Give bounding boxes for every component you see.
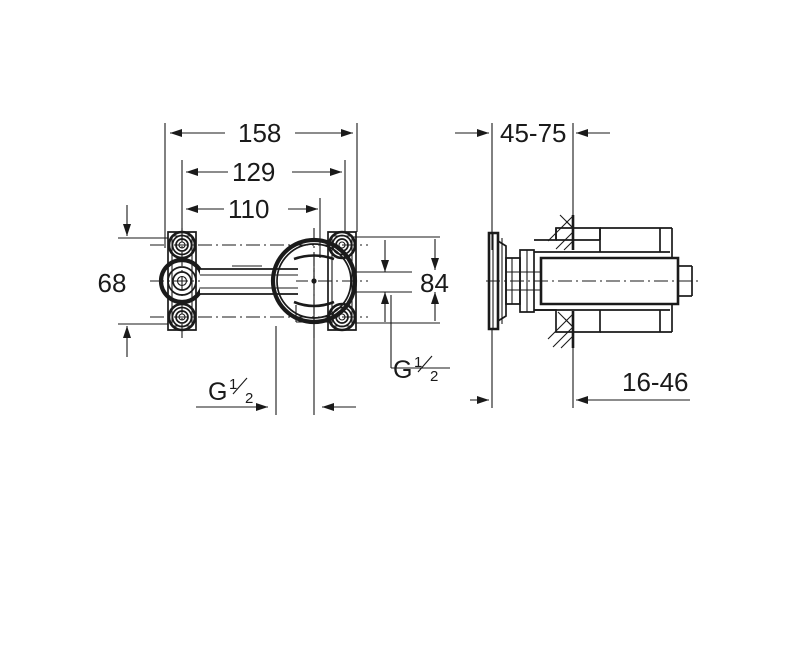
thread-label-left: G 1 2 <box>196 268 356 415</box>
thread-label-right: G 1 2 <box>390 295 450 385</box>
front-view: 158 129 110 68 <box>98 118 450 415</box>
thread-right-denominator: 2 <box>430 368 438 385</box>
wall-hatch-lower <box>547 311 574 349</box>
thread-left-letter: G <box>208 378 227 406</box>
dim-45-75-label: 45-75 <box>500 118 567 148</box>
dim-158-label: 158 <box>238 118 281 148</box>
dimension-16-46: 16-46 <box>470 367 690 404</box>
side-section-view: 45-75 16-46 <box>455 118 700 408</box>
dimension-68: 68 <box>98 205 131 357</box>
thread-right-letter: G <box>393 356 412 384</box>
dim-129-label: 129 <box>232 157 275 187</box>
thread-left-numerator: 1 <box>229 376 237 393</box>
wall-hatch-upper <box>547 214 574 251</box>
connecting-tube <box>200 265 298 295</box>
dimension-45-75: 45-75 <box>455 118 610 148</box>
side-extension-lines <box>491 123 574 408</box>
dim-16-46-label: 16-46 <box>622 367 689 397</box>
dimension-110: 110 <box>186 194 318 224</box>
dimension-129: 129 <box>186 157 342 187</box>
dim-84-label: 84 <box>420 268 449 298</box>
dimension-158: 158 <box>170 118 353 148</box>
valve-cartridge <box>270 237 358 325</box>
thread-left-denominator: 2 <box>245 390 253 407</box>
dim-110-label: 110 <box>228 194 269 224</box>
side-body-profile <box>505 227 693 333</box>
wall-section <box>547 214 575 349</box>
front-extension-lines <box>118 123 440 325</box>
thread-right-numerator: 1 <box>414 354 422 371</box>
right-plate-bosses <box>327 230 357 332</box>
dimension-84: 84 <box>420 239 449 321</box>
dim-68-label: 68 <box>98 268 127 298</box>
